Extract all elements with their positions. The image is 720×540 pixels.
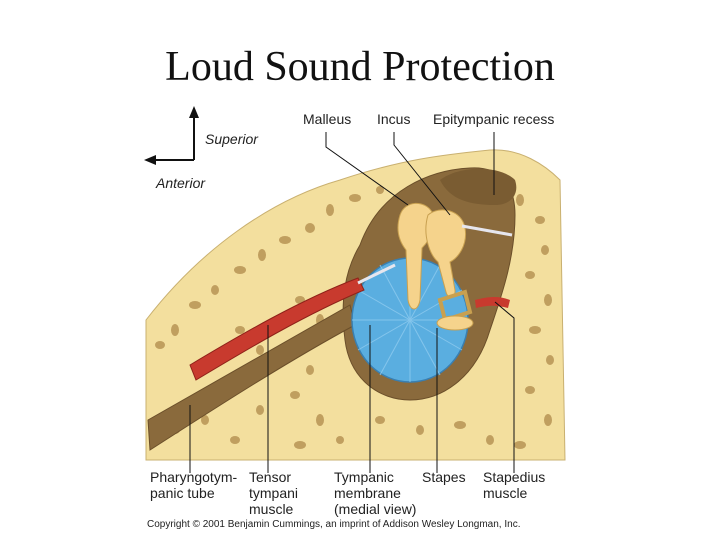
malleus-label: Malleus [303,111,352,127]
pharyngotympanic-tube-label: Pharyngotym- panic tube [150,469,238,501]
stapedius-muscle [475,297,510,308]
malleus [397,202,435,310]
superior-label: Superior [205,131,258,147]
tensor-tympani-muscle [189,277,365,381]
stapedius-muscle-label: Stapedius muscle [483,469,546,501]
incus-label: Incus [377,111,411,127]
anterior-label: Anterior [156,175,206,191]
tensor-tympani-label: Tensor tympani muscle [249,469,299,517]
copyright-notice: Copyright © 2001 Benjamin Cummings, an i… [147,519,521,530]
stapes [437,289,473,323]
ossicles [397,202,474,331]
slide-title: Loud Sound Protection [165,44,555,90]
epitympanic-recess-cavity [440,168,517,205]
orientation-compass [144,106,199,165]
epitympanic-recess-label: Epitympanic recess [433,111,555,127]
incus [425,209,467,298]
tympanic-membrane-label: Tympanic membrane (medial view) [334,469,417,517]
stapes-label: Stapes [422,469,466,485]
leader-lines [189,132,515,473]
